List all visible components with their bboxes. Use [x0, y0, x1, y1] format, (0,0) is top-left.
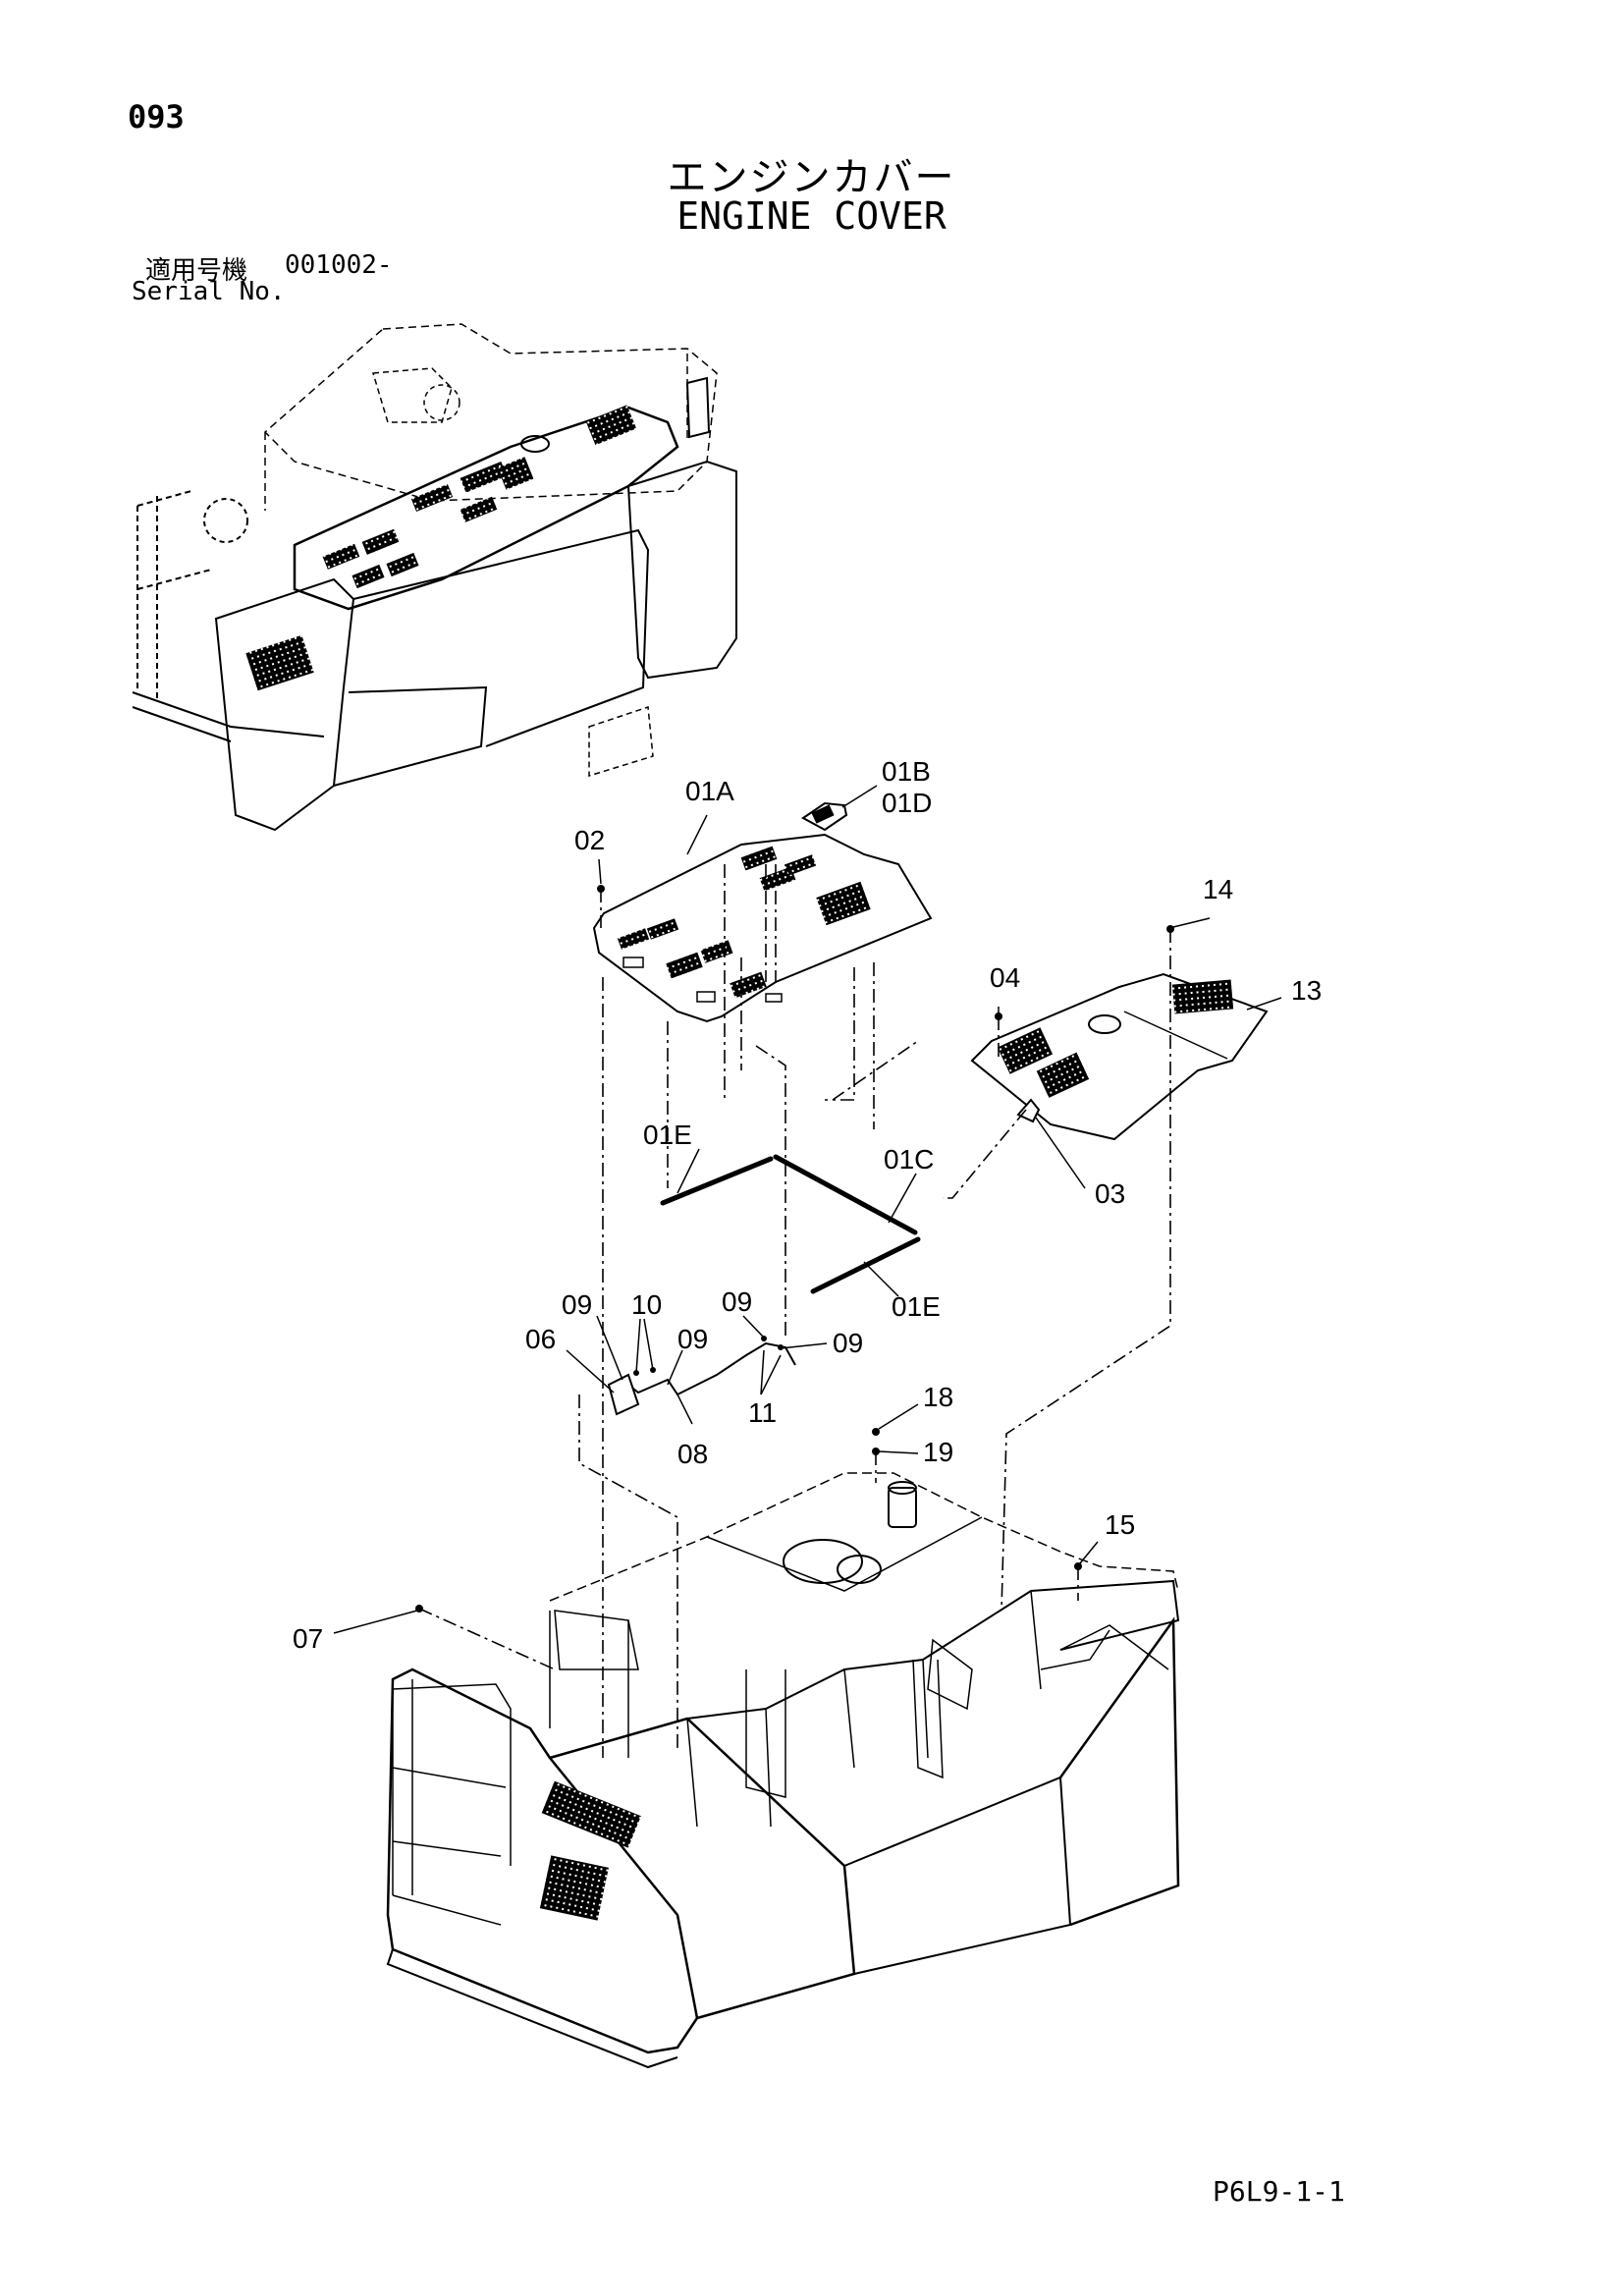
bracket-03	[1016, 1098, 1041, 1123]
serial-label-english: Serial No.	[132, 277, 286, 306]
callout-07: 07	[293, 1623, 323, 1654]
callout-09-d: 09	[833, 1328, 863, 1358]
callout-01B: 01B	[882, 756, 931, 787]
callout-19: 19	[923, 1437, 953, 1467]
callout-06: 06	[525, 1324, 556, 1354]
callout-03: 03	[1095, 1178, 1125, 1209]
machine-body-illustration	[386, 1472, 1180, 2069]
callout-01C: 01C	[884, 1144, 934, 1175]
page-number: 093	[128, 98, 185, 136]
title-japanese: エンジンカバー	[667, 155, 956, 200]
bolts	[415, 885, 1174, 1613]
engine-cover-panel-13	[970, 972, 1269, 1141]
callout-08: 08	[677, 1439, 708, 1469]
leader-lines	[333, 785, 1282, 1634]
document-code: P6L9-1-1	[1213, 2175, 1345, 2208]
engine-cover-panel-01A	[592, 833, 933, 1023]
assembly-lines	[418, 864, 1171, 1758]
callout-09-a: 09	[562, 1289, 592, 1320]
serial-label-japanese: 適用号機	[145, 256, 248, 286]
callout-14: 14	[1203, 874, 1233, 904]
callout-01E-bottom: 01E	[892, 1291, 941, 1322]
callout-11: 11	[748, 1397, 777, 1428]
serial-value: 001002-	[285, 250, 393, 280]
overview-machine-illustration	[132, 323, 737, 832]
callout-01A: 01A	[685, 776, 734, 806]
seal-strips-01E-01C	[660, 1154, 921, 1294]
callout-02: 02	[574, 825, 605, 855]
callout-labels: 01A 01B 01D 02 14 13 04 01E 01C 03 01E 0…	[293, 756, 1322, 1654]
callout-01D: 01D	[882, 788, 932, 818]
callout-04: 04	[990, 962, 1020, 993]
cap-01B-01D	[801, 801, 848, 832]
callout-18: 18	[923, 1382, 953, 1412]
callout-10: 10	[631, 1289, 662, 1320]
title-english: ENGINE COVER	[676, 194, 947, 238]
callout-15: 15	[1105, 1509, 1135, 1540]
callout-09-b: 09	[677, 1324, 708, 1354]
callout-09-c: 09	[722, 1286, 752, 1317]
callout-01E-top: 01E	[643, 1120, 692, 1150]
callout-13: 13	[1291, 975, 1322, 1006]
